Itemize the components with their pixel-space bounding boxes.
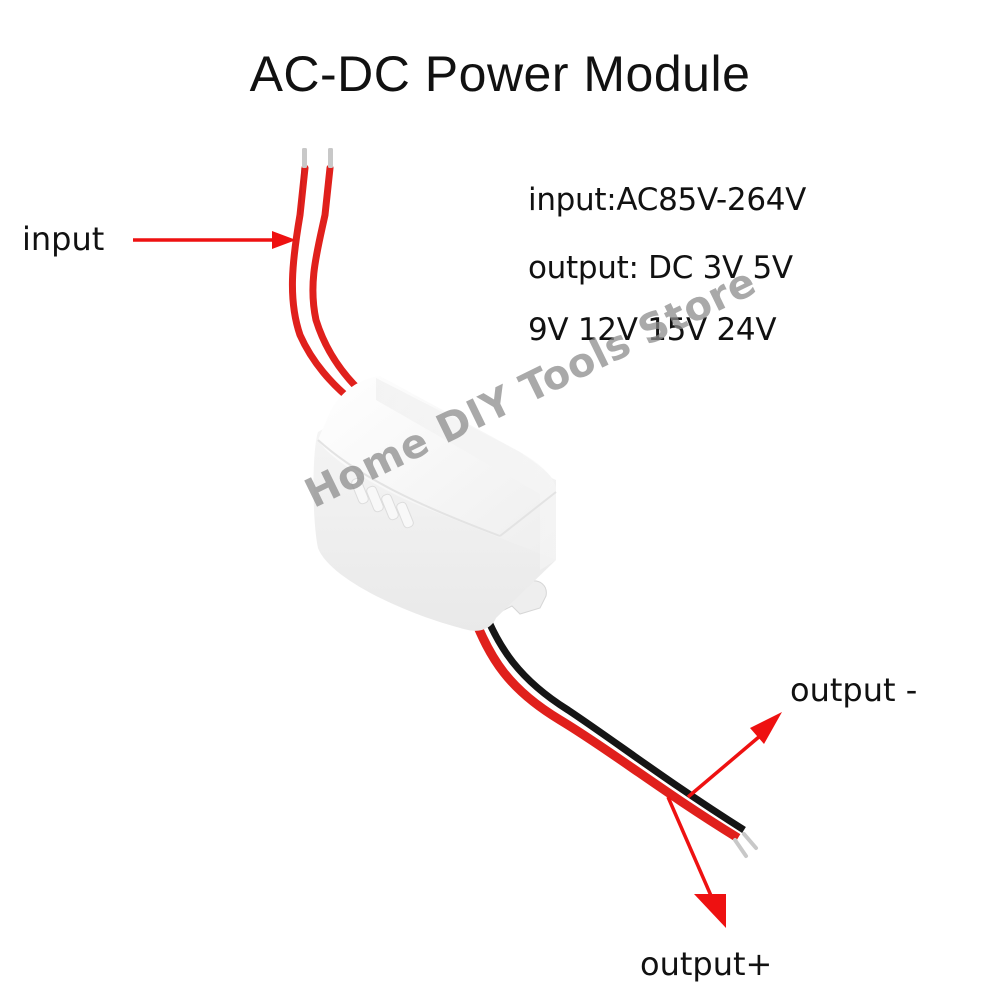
spec-output-voltage-more: 9V 12V 15V 24V (528, 312, 777, 348)
arrow-down-icon (666, 796, 726, 928)
output-wires (467, 603, 758, 858)
spec-input-voltage: input:AC85V-264V (528, 182, 807, 218)
page-title: AC-DC Power Module (249, 46, 751, 102)
spec-output-voltage: output: DC 3V 5V (528, 250, 793, 286)
power-module-case (313, 376, 557, 631)
vent-ridges (351, 477, 414, 529)
output-positive-label: output+ (640, 945, 773, 983)
input-wire-tip (328, 148, 333, 168)
arrow-right-icon (133, 231, 296, 249)
output-negative-label: output - (790, 671, 918, 709)
output-wire-tip (733, 838, 748, 858)
arrow-up-right-icon (686, 712, 782, 799)
input-wire-tip (302, 148, 307, 168)
input-wires (288, 148, 372, 406)
output-wire-tip (742, 832, 758, 850)
input-label: input (22, 220, 105, 258)
